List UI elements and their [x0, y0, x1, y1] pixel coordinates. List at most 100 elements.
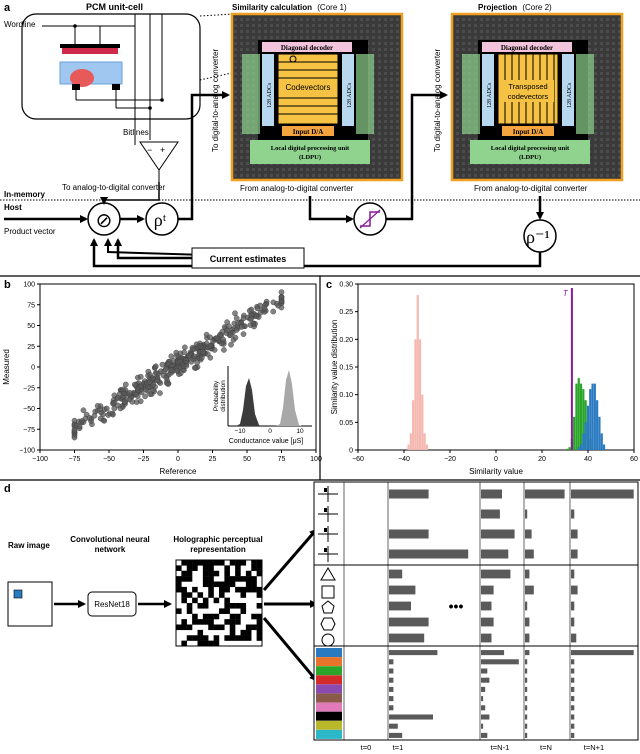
hpr-cell — [181, 597, 187, 604]
hpr-cell — [197, 629, 204, 636]
factor-bar — [525, 732, 528, 738]
scatter-xtick-label-8: 100 — [310, 456, 322, 463]
hist-bar-2 — [602, 444, 606, 450]
to-dac-label-1: To digital-to-analog converter — [211, 48, 220, 152]
time-label-n+1: t=N+1 — [584, 743, 604, 752]
scatter-point — [253, 313, 260, 319]
hpr-cell — [235, 570, 241, 577]
hpr-cell — [181, 619, 187, 625]
hpr-cell — [235, 619, 241, 625]
scatter-point — [193, 341, 200, 348]
hpr-cell — [208, 619, 214, 625]
hist-bar-0 — [425, 444, 429, 450]
scatter-point — [199, 354, 205, 361]
hpr-cell — [224, 586, 230, 593]
factor-bar — [389, 705, 394, 711]
core1-array — [277, 53, 339, 125]
scatter-point — [137, 373, 144, 380]
hpr-cell — [192, 613, 198, 620]
scatter-point — [182, 344, 188, 351]
hpr-cell — [256, 603, 263, 609]
hpr-cell — [224, 565, 230, 571]
core2-label-bg — [502, 80, 554, 102]
factor-bar — [481, 549, 509, 559]
hpr-cell — [245, 635, 252, 641]
cnn-label-2: network — [95, 545, 126, 554]
hpr-cell — [251, 581, 257, 588]
pcm-unit-cell: PCM unit-cell Wordline Bitlines — [4, 2, 201, 192]
hpr-cell — [202, 560, 209, 566]
scatter-point — [168, 353, 175, 360]
bottom-electrode-2 — [112, 84, 120, 90]
factor-bar — [525, 585, 534, 595]
hpr-cell — [235, 576, 241, 582]
factor-bar — [481, 659, 519, 665]
adc-to-unbind-arrow — [100, 182, 160, 205]
scatter-point — [80, 407, 87, 414]
hpr-cell — [176, 608, 182, 614]
hpr-cell — [202, 613, 209, 620]
hpr-cell — [229, 576, 236, 582]
factor-bar — [525, 723, 528, 729]
factor-bar — [389, 686, 394, 692]
hpr-cell — [186, 592, 193, 598]
scatter-point — [278, 298, 285, 304]
hpr-to-position-arrow — [262, 528, 318, 591]
hpr-cell — [229, 624, 236, 631]
hpr-cell — [251, 576, 257, 582]
color-swatch-2 — [316, 666, 342, 676]
factor-bar — [571, 732, 575, 738]
hpr-cell — [186, 624, 193, 631]
current-estimates-label: Current estimates — [210, 254, 287, 264]
scatter-point — [270, 299, 277, 306]
hpr-cell — [224, 619, 230, 625]
hist-ytick-label-4: 0.20 — [339, 337, 353, 344]
hpr-cell — [213, 640, 220, 647]
hpr-cell — [224, 581, 230, 588]
hpr-cell — [202, 619, 209, 625]
current-estimates-box — [191, 247, 305, 269]
hpr-cell — [256, 629, 263, 636]
scatter-point — [131, 381, 138, 388]
core1-cell-marker — [289, 55, 297, 63]
hist-bar-2 — [589, 389, 592, 450]
scatter-xtick-label-3: −25 — [138, 456, 150, 463]
hpr-cell — [202, 603, 209, 609]
hist-bar-0 — [416, 295, 419, 450]
inset-ylabel-2: distribution — [220, 380, 227, 412]
to-dac-label-2: To digital-to-analog converter — [433, 48, 442, 152]
factor-bar — [571, 696, 575, 702]
hpr-cell — [240, 560, 247, 566]
color-swatch-1 — [316, 657, 342, 667]
hpr-cell — [208, 592, 214, 598]
core1-adc-right — [342, 54, 354, 126]
factor-bar — [571, 529, 578, 539]
color-swatch-9 — [316, 729, 342, 739]
holographic-pattern — [175, 559, 263, 647]
scatter-ytick-label-6: 50 — [27, 323, 35, 330]
scatter-point — [190, 346, 196, 352]
scatter-ytick-label-3: −25 — [23, 385, 35, 392]
scatter-ytick-label-4: 0 — [31, 365, 35, 372]
from-adc-label-2: From analog-to-digital converter — [474, 184, 588, 193]
scatter-ytick-label-5: 25 — [27, 344, 35, 351]
resnet-label: ResNet18 — [94, 600, 130, 609]
scatter-point — [199, 348, 206, 355]
core2-adc-right — [562, 54, 574, 126]
scatter-point — [71, 434, 78, 441]
raw-image-label: Raw image — [8, 541, 50, 550]
hist-bar-2 — [586, 405, 590, 450]
amorphous-region — [70, 69, 94, 87]
factor-bar — [481, 617, 494, 627]
hist-ytick-label-0: 0 — [349, 448, 353, 455]
scatter-point — [232, 310, 238, 317]
hist-ytick-label-3: 0.15 — [339, 365, 353, 372]
factor-bar — [571, 714, 575, 720]
core1-adc-left-label: 128 ADCs — [267, 82, 273, 108]
factor-bar — [525, 650, 530, 656]
hpr-cell — [192, 586, 198, 593]
hpr-cell — [208, 576, 214, 582]
host-label: Host — [4, 203, 22, 212]
factor-bar — [525, 569, 530, 579]
inset-hist-negative — [236, 378, 262, 426]
